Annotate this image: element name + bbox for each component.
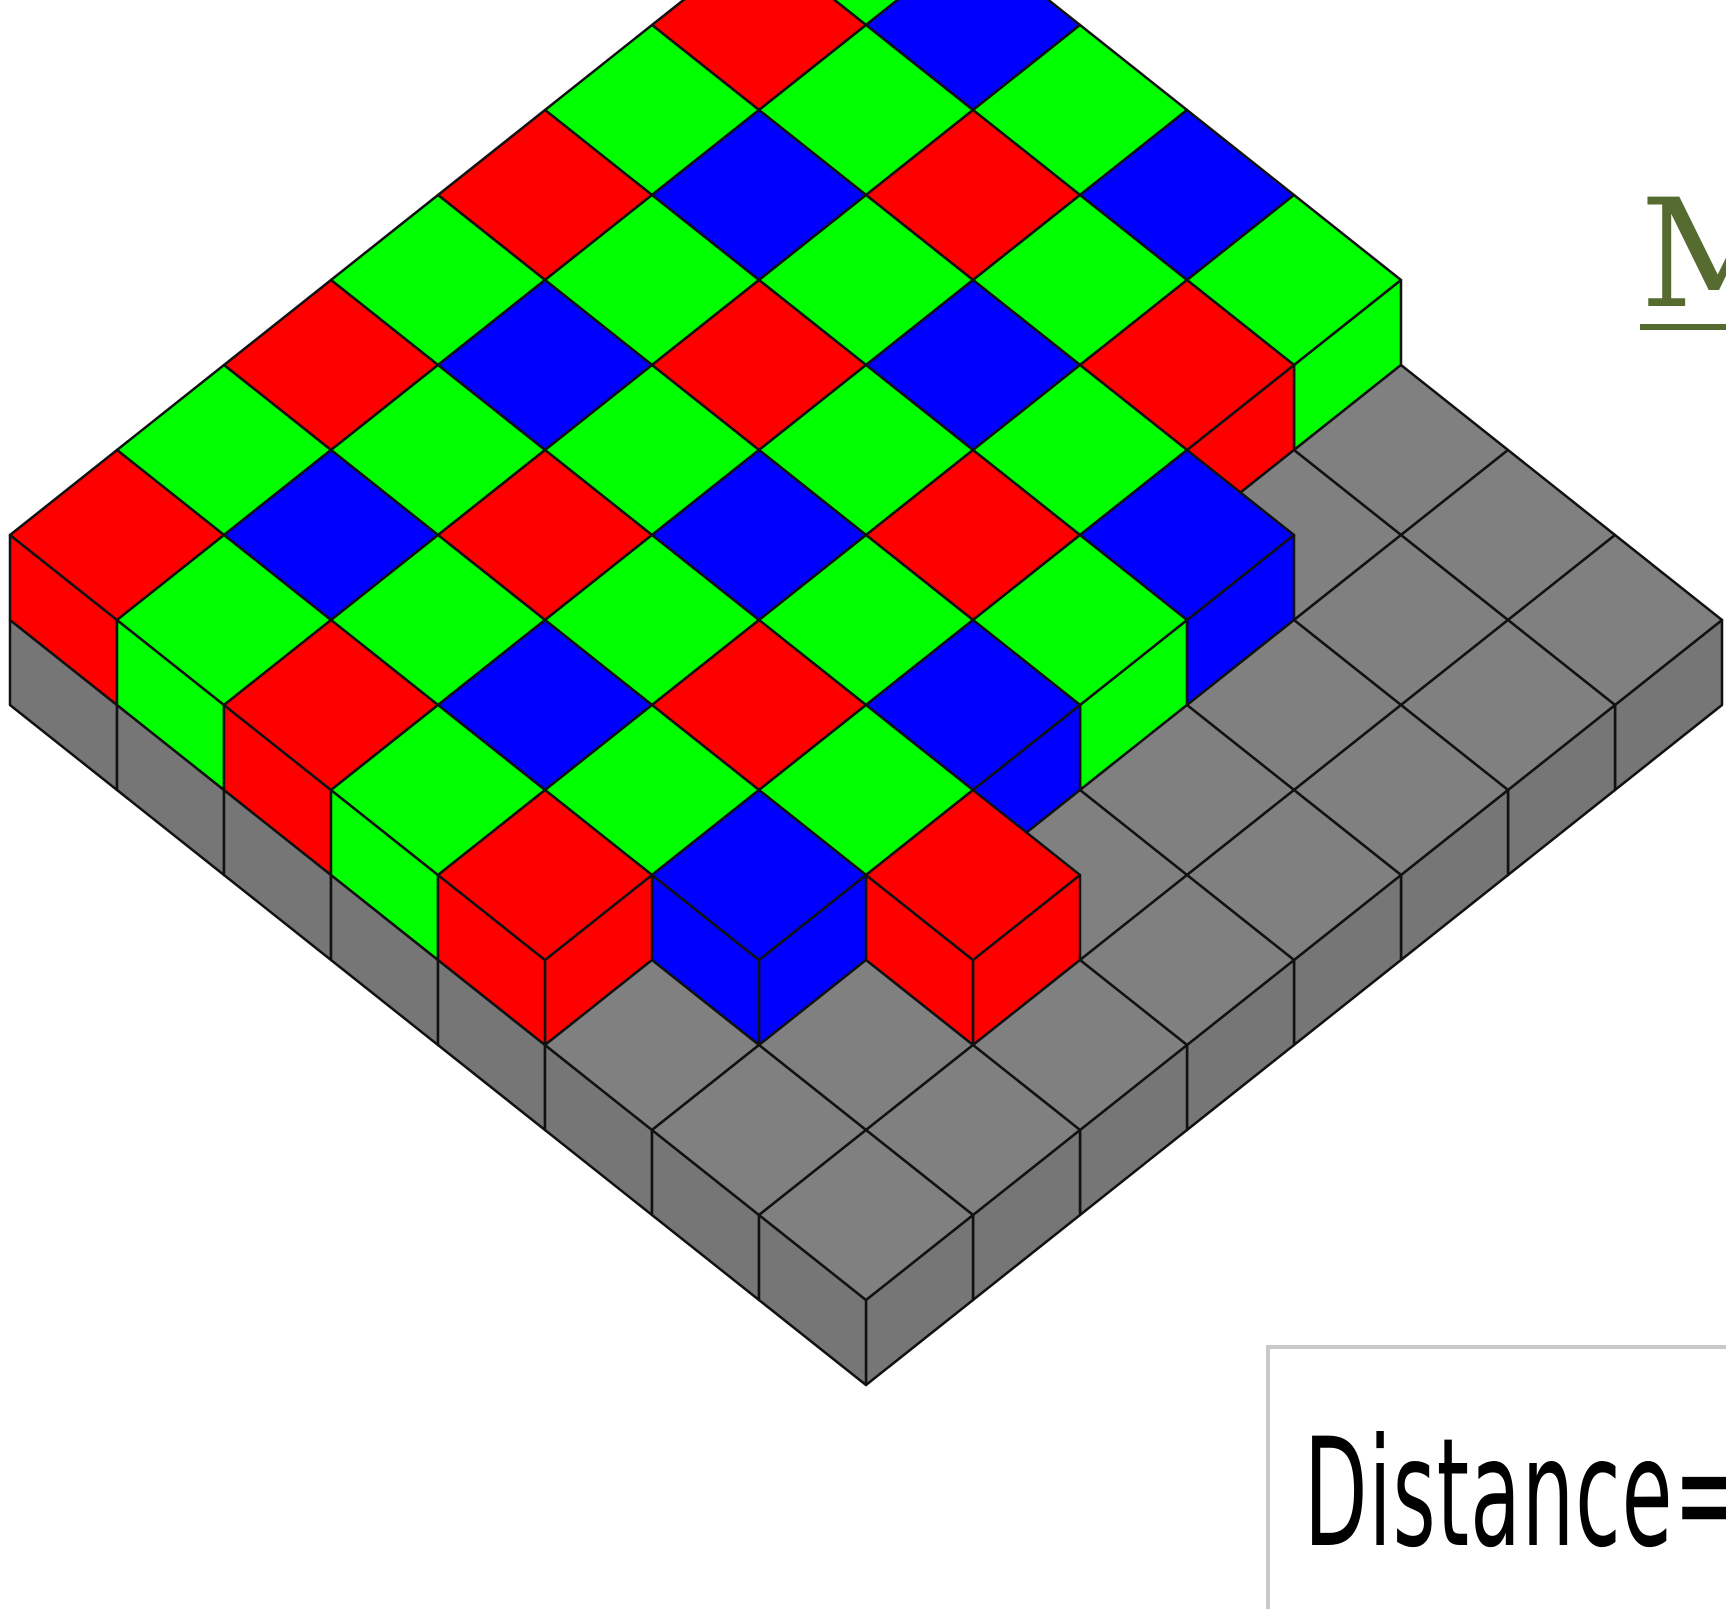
caption-box: Distance= [1266, 1345, 1726, 1609]
slide-title-fragment: M [1640, 180, 1726, 330]
caption-text: Distance= [1304, 1419, 1726, 1569]
bayer-filter-diagram [0, 0, 1726, 1553]
